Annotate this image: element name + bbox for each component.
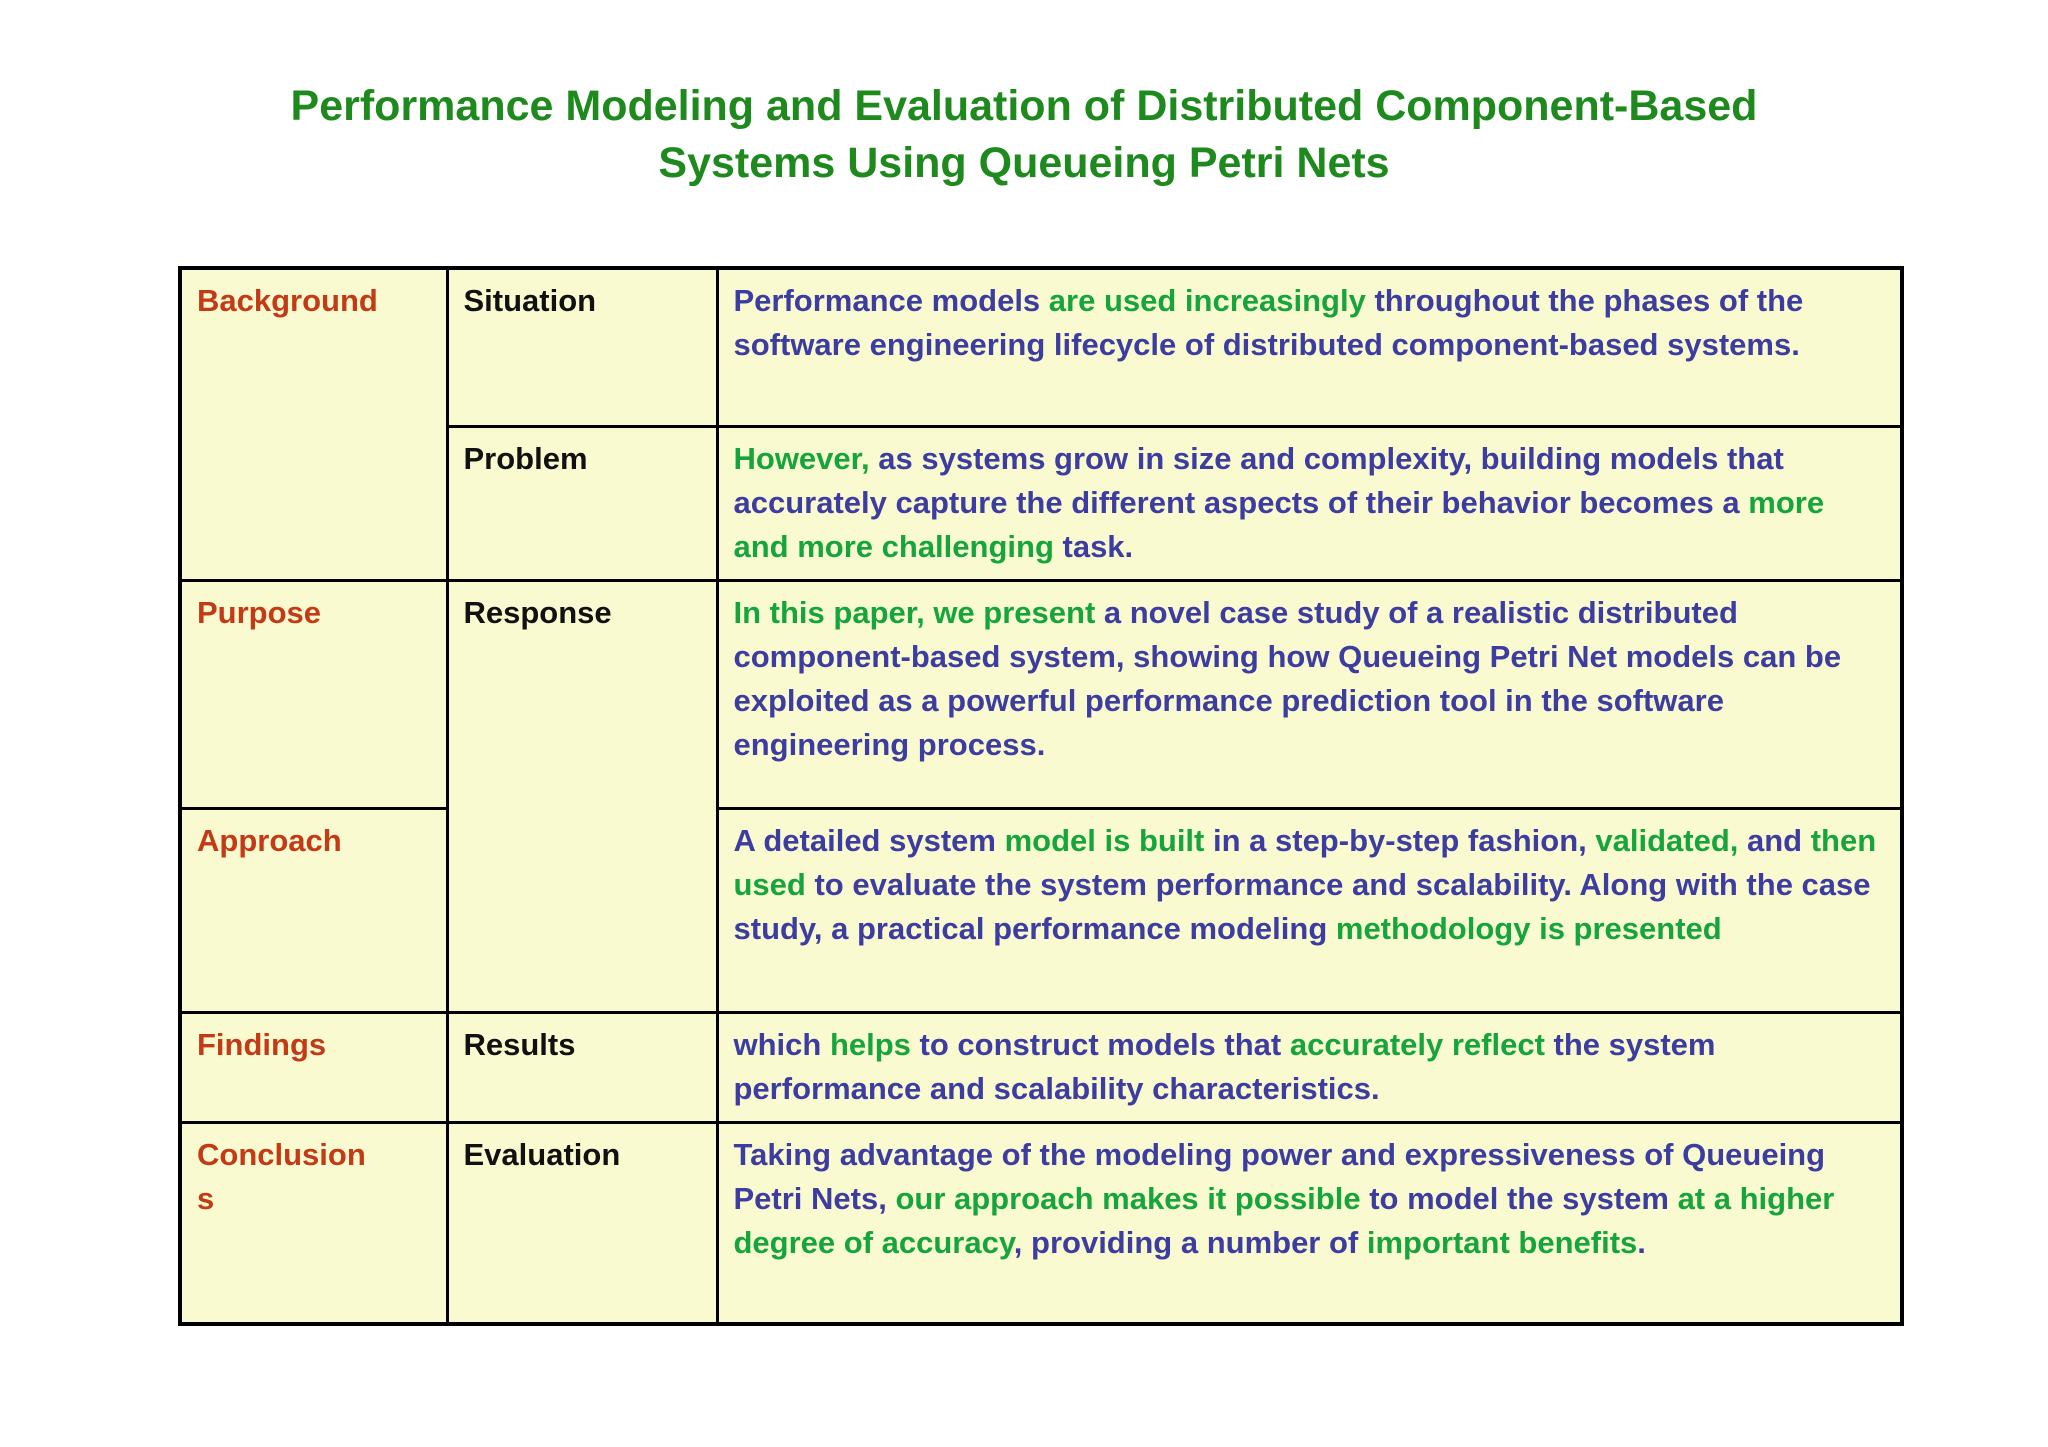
table-row: Conclusion s Evaluation Taking advantage…	[178, 1120, 1904, 1326]
text-segment-blue: throughout the phases of the software en…	[733, 283, 1804, 362]
text-segment-green: our approach makes it possible	[895, 1180, 1370, 1216]
table-row: Purpose Response In this paper, we prese…	[178, 578, 1904, 1014]
text-segment-green: at a higher degree of accuracy	[733, 1180, 1835, 1260]
cell-results-text: which helps to construct models that acc…	[715, 1010, 1904, 1124]
slide-title-line-1: Performance Modeling and Evaluation of D…	[290, 82, 1758, 130]
table-row: Background Situation Performance models …	[178, 266, 1904, 582]
text-segment-green: helps	[829, 1026, 920, 1062]
text-segment-green: methodology is presented	[1335, 910, 1722, 946]
sub-label-evaluation: Evaluation	[445, 1120, 719, 1326]
text-segment-green: However,	[733, 440, 879, 476]
slide-title: Performance Modeling and Evaluation of D…	[0, 78, 2048, 192]
row-label-purpose: Purpose	[178, 578, 449, 810]
text-segment-green: important benefits	[1366, 1224, 1638, 1260]
slide-title-line-2: Systems Using Queueing Petri Nets	[658, 139, 1390, 187]
sub-label-situation: Situation	[445, 266, 719, 428]
text-segment-blue: as systems grow in size and complexity, …	[733, 440, 1784, 520]
row-label-background: Background	[178, 266, 449, 582]
text-segment-green: accurately reflect	[1289, 1026, 1554, 1062]
cell-response-text: In this paper, we present a novel case s…	[715, 578, 1904, 810]
text-segment-blue: to model the system	[1369, 1180, 1678, 1216]
text-segment-blue: Performance models	[733, 283, 1049, 318]
text-segment-blue: the system performance and scalability c…	[733, 1026, 1716, 1106]
text-segment-blue: task.	[1062, 528, 1134, 564]
text-segment-blue: .	[1637, 1224, 1646, 1260]
row-label-conclusions: Conclusion s	[178, 1120, 449, 1326]
cell-situation-text: Performance models are used increasingly…	[715, 266, 1904, 428]
table-row: Problem However, as systems grow in size…	[180, 424, 1904, 582]
text-segment-green: validated,	[1595, 822, 1747, 858]
table-row: Approach A detailed system model is buil…	[178, 806, 1904, 1014]
text-segment-green: more and more challenging	[733, 484, 1825, 564]
row-label-approach: Approach	[178, 806, 449, 1014]
text-segment-green: then used	[733, 822, 1877, 902]
text-segment-blue: which	[733, 1026, 830, 1062]
cell-evaluation-text: Taking advantage of the modeling power a…	[715, 1120, 1904, 1326]
abstract-summary-table: Background Situation Performance models …	[178, 266, 1904, 1326]
text-segment-blue: Taking advantage of the modeling power a…	[733, 1136, 1826, 1216]
sub-label-results: Results	[445, 1010, 719, 1124]
text-segment-blue: , providing a number of	[1013, 1224, 1367, 1260]
text-segment-blue: a novel case study of a realistic distri…	[733, 594, 1842, 762]
cell-problem-text: However, as systems grow in size and com…	[715, 424, 1904, 582]
text-segment-blue: in a step-by-step fashion,	[1212, 822, 1596, 858]
cell-approach-text: A detailed system model is built in a st…	[715, 806, 1904, 1014]
sub-label-problem: Problem	[445, 424, 719, 582]
text-segment-blue: A detailed system	[733, 822, 1005, 858]
text-segment-green: model is built	[1004, 822, 1213, 858]
text-segment-blue: to construct models that	[919, 1026, 1290, 1062]
sub-label-response: Response	[445, 578, 719, 1014]
text-segment-green: are used increasingly	[1048, 283, 1375, 318]
text-segment-blue: and	[1746, 822, 1811, 858]
text-segment-blue: to evaluate the system performance and s…	[733, 866, 1871, 946]
table-row: Findings Results which helps to construc…	[178, 1010, 1904, 1124]
row-label-findings: Findings	[178, 1010, 449, 1124]
text-segment-green: In this paper, we present	[733, 594, 1104, 630]
